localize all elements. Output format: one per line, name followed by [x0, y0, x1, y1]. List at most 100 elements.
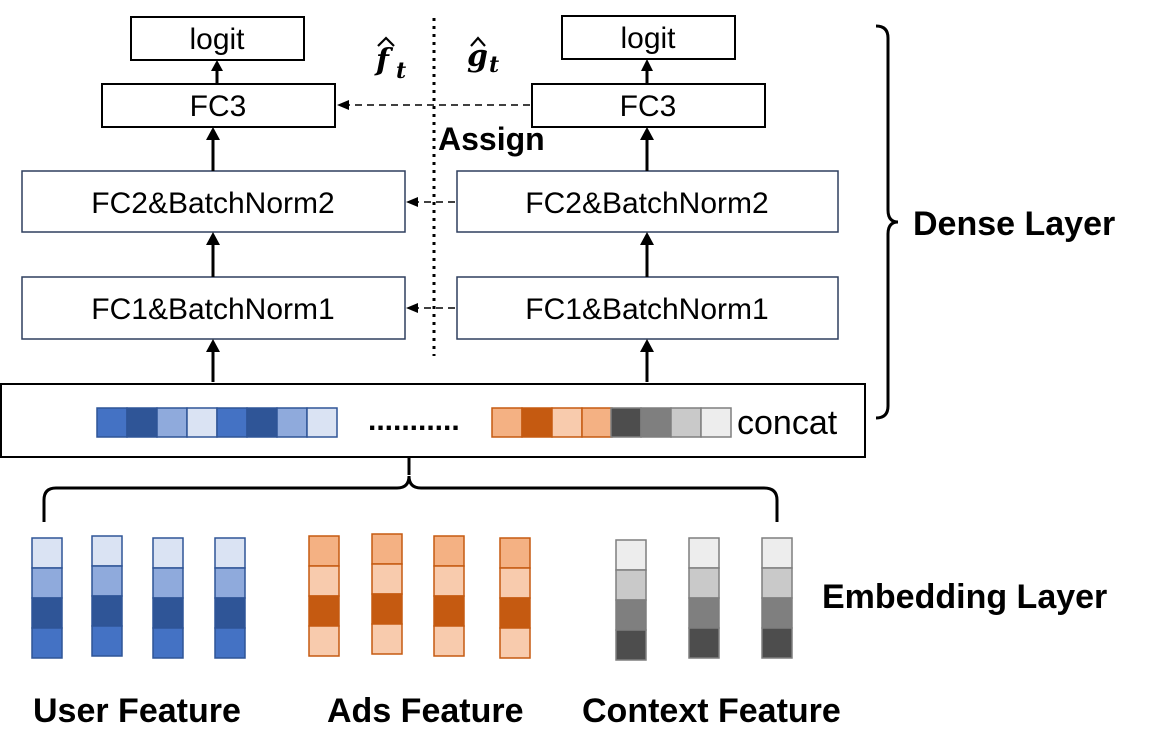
embedding-cell-0-3-3: [214, 627, 246, 659]
concat-context-cell-3: [700, 407, 732, 438]
right-logit-label: logit: [620, 22, 676, 55]
right-arrowhead-logit: [641, 59, 653, 71]
embedding-cell-0-1-1: [91, 565, 123, 597]
right-tower: logit FC3 FC2&BatchNorm2 FC1&BatchNorm1: [456, 15, 839, 382]
right-fc2-label: FC2&BatchNorm2: [525, 187, 768, 220]
left-symbol-sub: t: [396, 58, 406, 84]
embedding-cell-1-2-3: [433, 625, 465, 657]
concat-ads-cell-1: [521, 407, 553, 438]
user-feature-label: User Feature: [33, 692, 241, 730]
embedding-cell-0-0-2: [31, 597, 63, 629]
context-feature-label: Context Feature: [582, 692, 841, 730]
right-fc2-box: [456, 170, 839, 233]
embedding-cell-0-2-2: [152, 597, 184, 629]
concat-user-cell-6: [276, 407, 308, 438]
right-symbol: g t: [467, 36, 499, 78]
embedding-cell-0-3-2: [214, 597, 246, 629]
right-logit-box: [561, 15, 736, 60]
right-fc3-label: FC3: [620, 90, 677, 123]
embedding-cell-0-2-0: [152, 537, 184, 569]
embedding-cell-0-1-2: [91, 595, 123, 627]
concat-user-cell-2: [156, 407, 188, 438]
left-fc1-box: [21, 276, 406, 340]
embedding-cell-0-3-0: [214, 537, 246, 569]
embedding-cell-1-1-0: [371, 533, 403, 565]
embedding-cell-1-1-3: [371, 623, 403, 655]
left-fc2-label: FC2&BatchNorm2: [91, 187, 334, 220]
left-logit-label: logit: [189, 23, 245, 56]
embedding-cell-1-3-1: [499, 567, 531, 599]
right-arrowhead-fc2: [640, 232, 654, 245]
embedding-cell-0-2-3: [152, 627, 184, 659]
left-fc1-label: FC1&BatchNorm1: [91, 293, 334, 326]
right-arrowhead-fc1: [640, 339, 654, 352]
embedding-cell-2-1-0: [688, 537, 720, 569]
embedding-cell-2-0-3: [615, 629, 647, 661]
embedding-cell-2-2-1: [761, 567, 793, 599]
embedding-cell-0-0-1: [31, 567, 63, 599]
concat-user-cell-5: [246, 407, 278, 438]
embedding-cell-1-0-3: [308, 625, 340, 657]
embedding-cell-1-3-2: [499, 597, 531, 629]
right-fc3-box: [531, 83, 766, 128]
assign-arrowhead-fc3: [337, 100, 349, 110]
left-fc3-box: [101, 83, 336, 128]
embedding-cell-0-1-3: [91, 625, 123, 657]
assign-arrowhead-fc1: [406, 303, 418, 313]
left-arrowhead-fc3: [206, 127, 220, 140]
concat-user-cell-0: [96, 407, 128, 438]
assign-label: Assign: [438, 121, 545, 157]
left-arrowhead-logit: [211, 60, 223, 71]
embedding-cell-1-3-3: [499, 627, 531, 659]
concat-user-cell-3: [186, 407, 218, 438]
embedding-cell-2-0-0: [615, 539, 647, 571]
dense-layer-label: Dense Layer: [913, 205, 1115, 243]
embedding-cell-1-1-1: [371, 563, 403, 595]
embedding-cell-2-0-1: [615, 569, 647, 601]
embedding-cell-0-0-3: [31, 627, 63, 659]
embedding-cell-0-1-0: [91, 535, 123, 567]
embedding-cell-2-2-0: [761, 537, 793, 569]
left-arrowhead-fc1: [206, 339, 220, 352]
embedding-cell-2-1-1: [688, 567, 720, 599]
embedding-cell-2-1-3: [688, 627, 720, 659]
concat-context-cell-1: [640, 407, 672, 438]
left-logit-box: [130, 16, 305, 61]
right-fc1-box: [456, 276, 839, 340]
embedding-cell-2-1-2: [688, 597, 720, 629]
left-fc3-label: FC3: [190, 90, 247, 123]
embedding-cell-0-2-1: [152, 567, 184, 599]
ads-feature-label: Ads Feature: [327, 692, 524, 730]
embedding-cell-1-0-2: [308, 595, 340, 627]
embedding-layer-label: Embedding Layer: [822, 578, 1107, 616]
assign-arrowhead-fc2: [406, 197, 418, 207]
embedding-cell-0-0-0: [31, 537, 63, 569]
dense-layer-bracket: [875, 24, 899, 420]
left-symbol: f t: [374, 36, 406, 84]
concat-ads-cell-2: [551, 407, 583, 438]
right-arrowhead-fc3: [640, 127, 654, 140]
concat-label: concat: [737, 404, 838, 442]
left-arrowhead-fc2: [206, 232, 220, 245]
concat-user-cell-4: [216, 407, 248, 438]
embedding-cell-1-3-0: [499, 537, 531, 569]
concat-ads-cell-0: [491, 407, 523, 438]
embedding-cell-2-2-3: [761, 627, 793, 659]
concat-user-cell-1: [126, 407, 158, 438]
concat-ads-cell-3: [581, 407, 613, 438]
embedding-cell-1-0-1: [308, 565, 340, 597]
left-symbol-main: f: [374, 43, 394, 78]
embedding-cell-1-1-2: [371, 593, 403, 625]
right-symbol-sub: t: [489, 52, 499, 78]
assign-arrows: [337, 100, 530, 313]
concat-context-cell-0: [610, 407, 642, 438]
embedding-cell-1-0-0: [308, 535, 340, 567]
concat-ads-cells: [491, 407, 613, 438]
concat-user-cells: [96, 407, 338, 438]
embedding-cell-1-2-1: [433, 565, 465, 597]
embedding-cell-2-0-2: [615, 599, 647, 631]
left-tower: logit FC3 FC2&BatchNorm2 FC1&BatchNorm1: [21, 16, 406, 382]
embedding-cell-0-3-1: [214, 567, 246, 599]
embedding-cell-1-2-0: [433, 535, 465, 567]
